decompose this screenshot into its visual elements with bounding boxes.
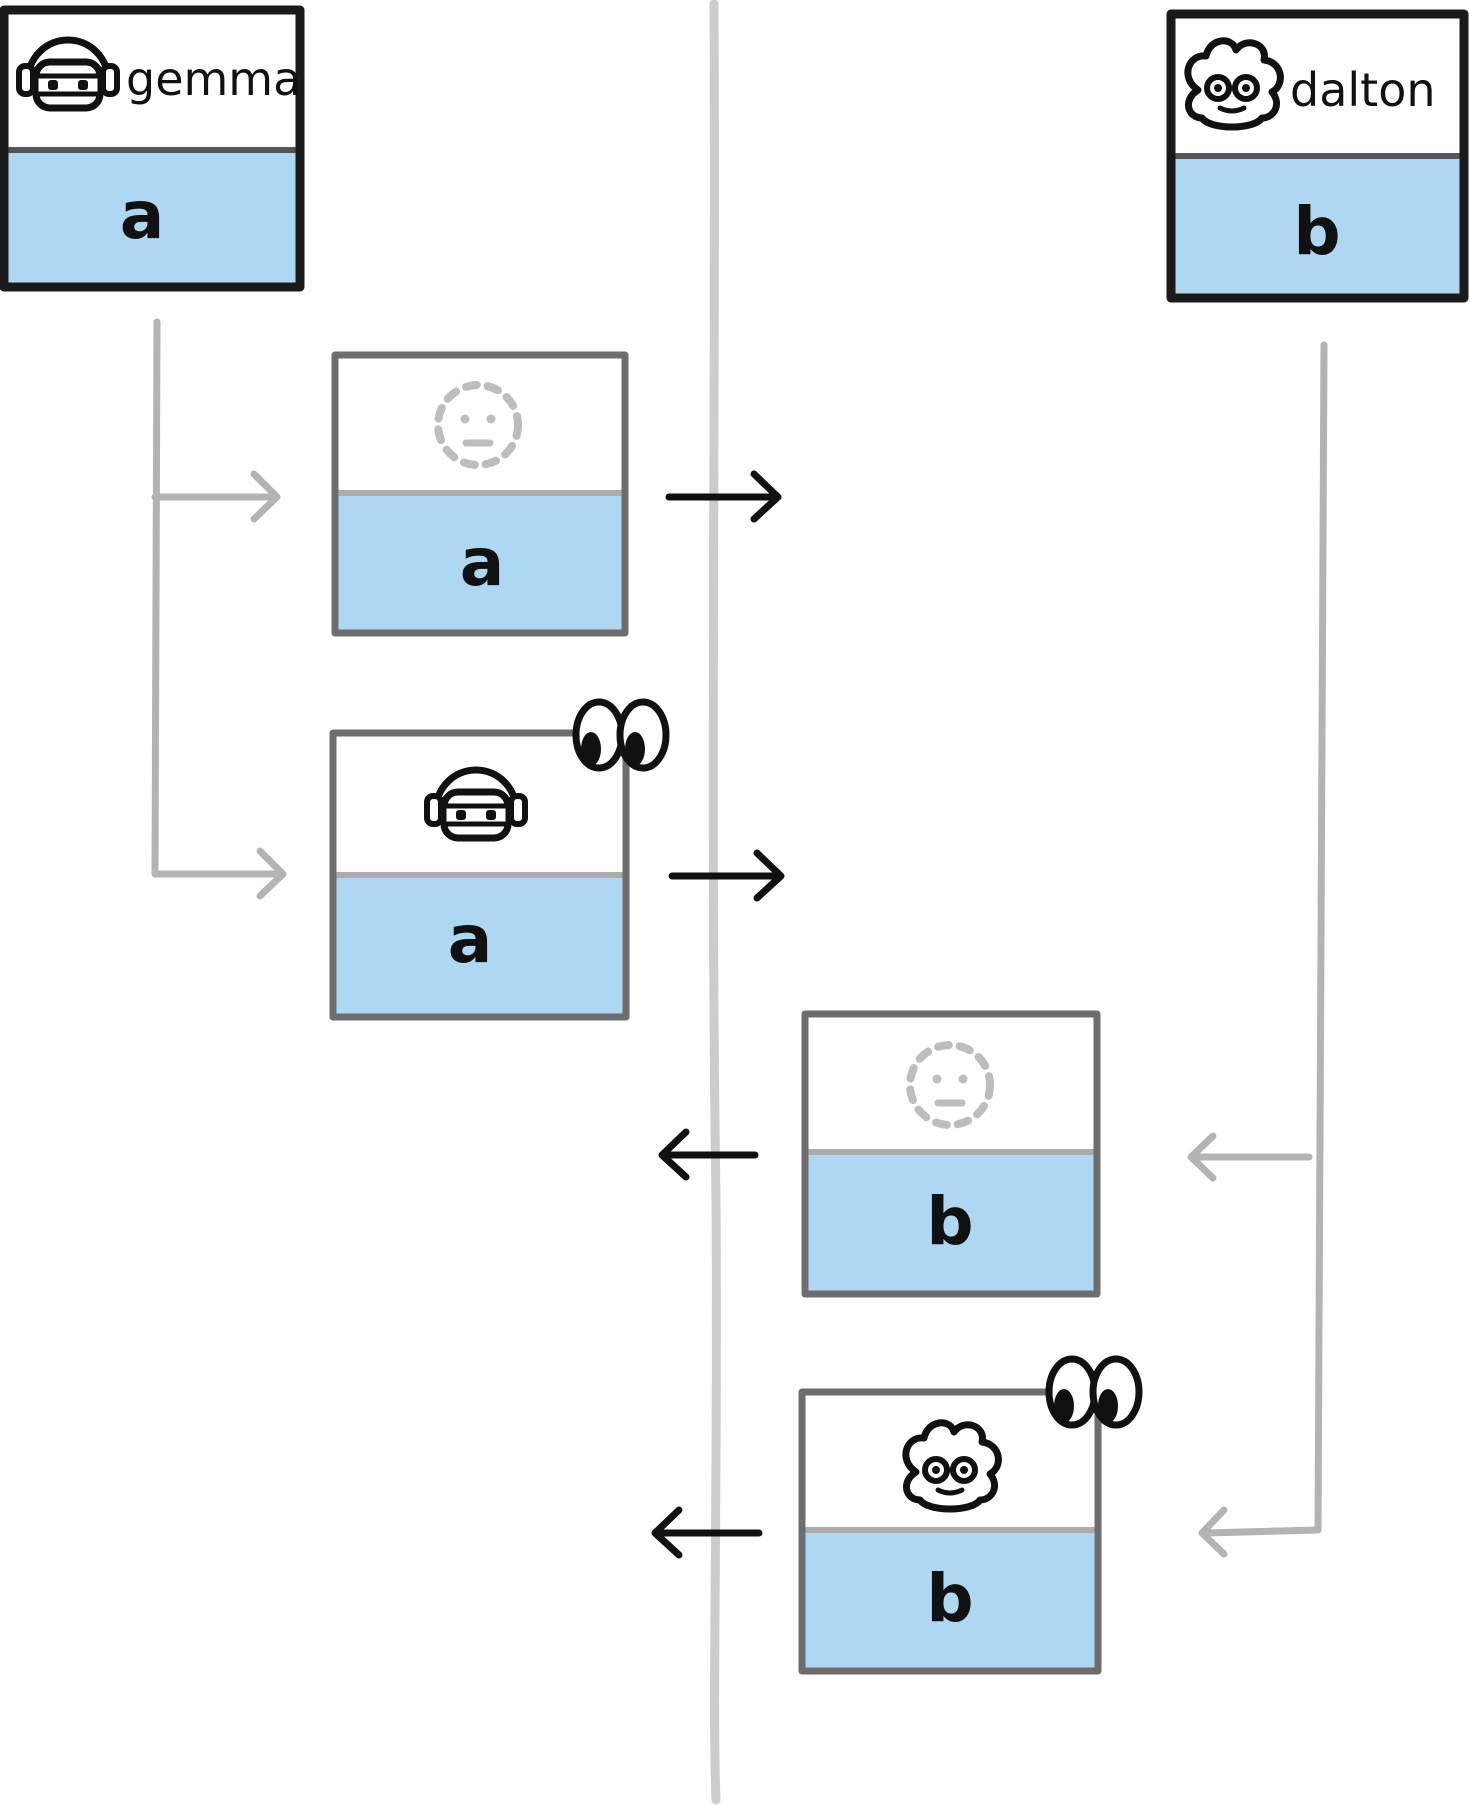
message-3-value: b <box>926 1183 973 1260</box>
gemma-value: a <box>120 177 165 254</box>
dalton-value: b <box>1293 193 1340 270</box>
dalton-name: dalton <box>1290 63 1436 117</box>
message-4-value: b <box>926 1560 973 1637</box>
gemma-name: gemma <box>126 52 301 106</box>
message-card-4: b <box>798 1359 1139 1675</box>
curly-hair-face-icon <box>906 1423 999 1509</box>
message-1-value: a <box>460 524 505 601</box>
message-card-3: b <box>801 1010 1101 1298</box>
curly-hair-face-icon <box>1188 41 1281 127</box>
gemma-branch-lines <box>151 318 287 900</box>
message-2-value: a <box>448 901 493 978</box>
lane-divider <box>708 0 721 1805</box>
participant-gemma: gemma a <box>0 5 305 292</box>
flight-arrows <box>651 470 785 1559</box>
dalton-branch-lines <box>1187 341 1328 1558</box>
message-card-1: a <box>331 351 629 637</box>
participant-dalton: dalton b <box>1166 9 1469 303</box>
message-card-2: a <box>329 702 666 1021</box>
